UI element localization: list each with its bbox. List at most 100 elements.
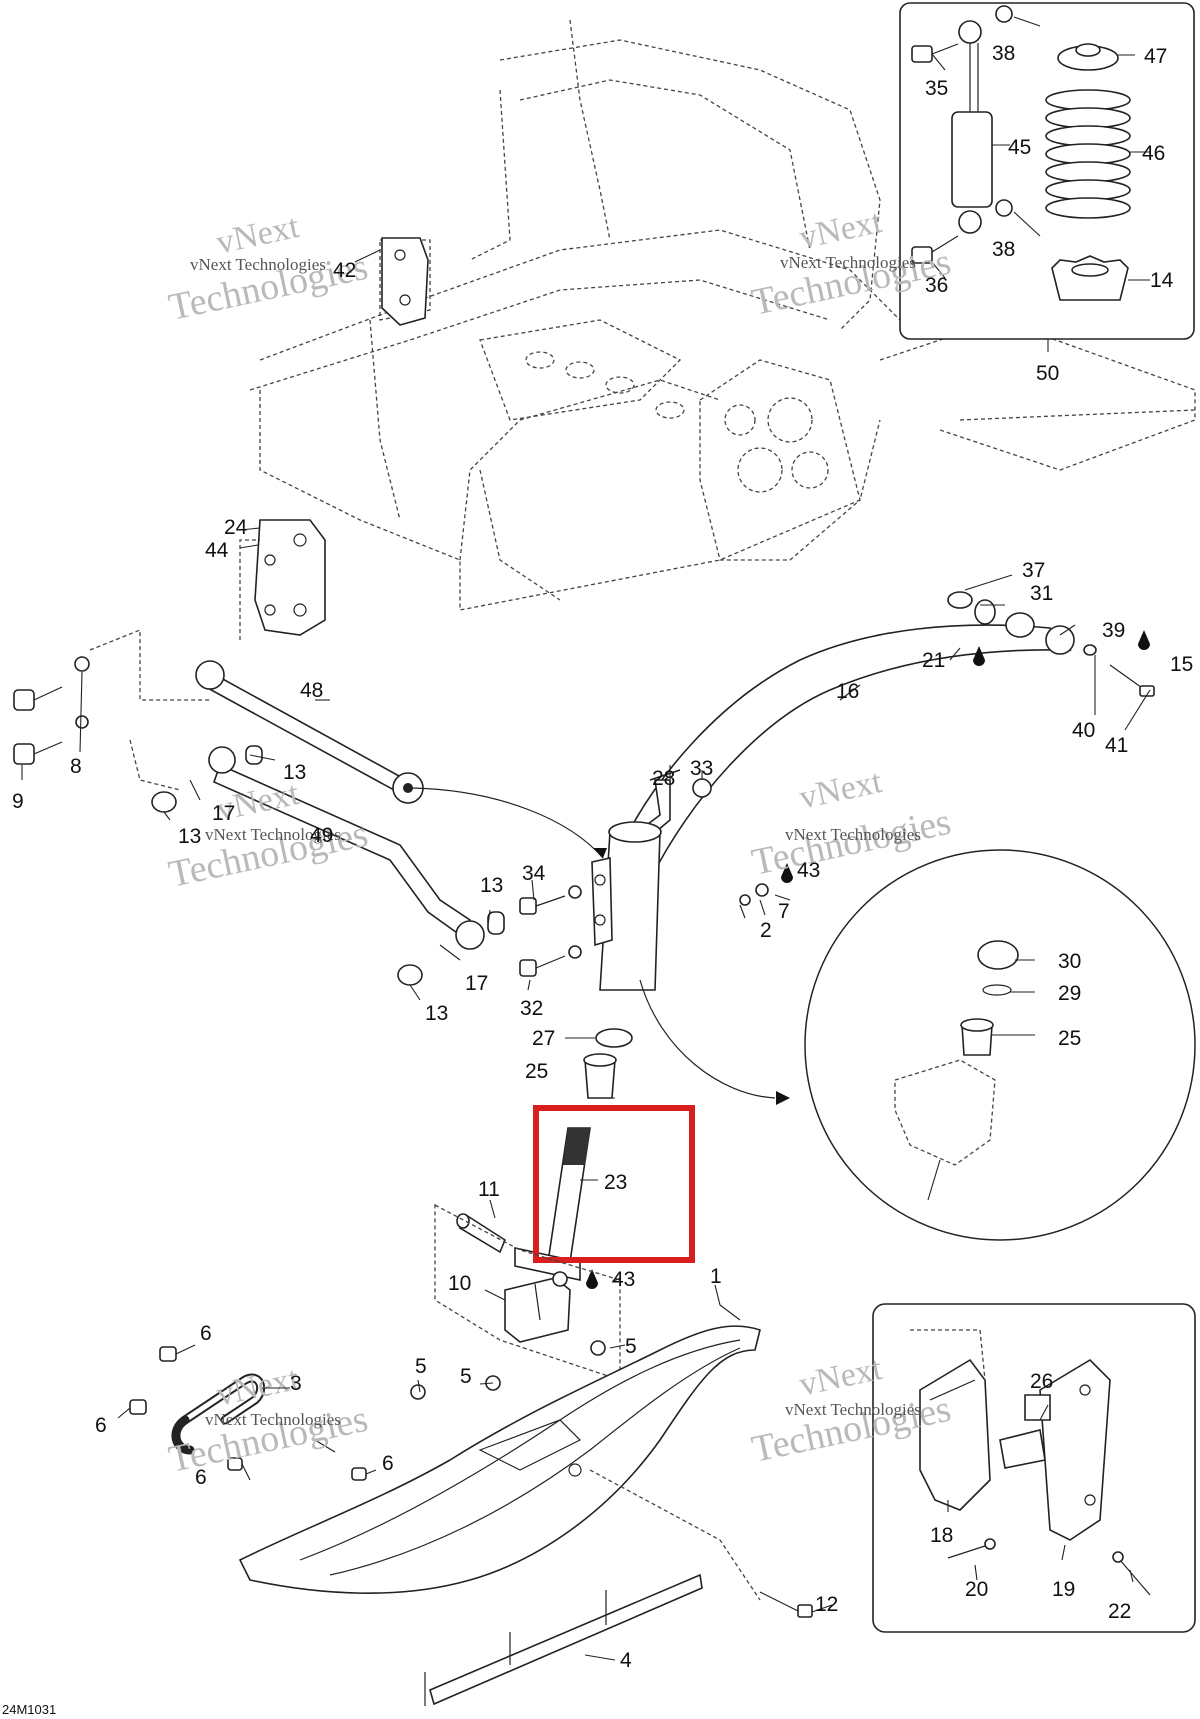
callout-48: 48 [300,679,323,702]
callout-4: 4 [620,1649,632,1672]
washer-37 [947,591,973,609]
callout-34: 34 [522,862,546,885]
callout-31: 31 [1030,582,1053,605]
callout-17b: 17 [465,972,488,995]
callout-2: 2 [760,919,772,942]
cap-30 [977,940,1019,970]
bushing-spindle [552,1271,568,1287]
callout-19: 19 [1052,1578,1075,1601]
watermark-2-small: vNext Technologies [780,253,916,272]
callout-30: 30 [1058,950,1081,973]
callout-25a: 25 [525,1060,548,1083]
bolt-41 [1109,664,1155,697]
watermark-6-small: vNext Technologies [785,1400,921,1419]
handle-3 [171,1373,266,1455]
callout-43a: 43 [797,859,820,882]
callout-6a: 6 [200,1322,212,1345]
callout-14: 14 [1150,269,1174,292]
callout-8: 8 [70,755,82,778]
arrow-rod-to-spindle [411,787,604,859]
callout-36: 36 [925,274,948,297]
svg-text:vNext: vNext [796,203,886,257]
callout-9: 9 [12,790,24,813]
reference-code: 24M1031 [2,1702,56,1717]
leader-lines [21,249,1151,1661]
callout-44: 44 [205,539,229,562]
shock-absorber [951,20,993,234]
spindle-23 [514,1127,591,1281]
callout-15: 15 [1170,653,1193,676]
grease-15 [1138,630,1150,650]
washer-40 [1083,644,1097,656]
watermark-4-small: vNext Technologies [785,825,921,844]
callout-13b: 13 [178,825,201,848]
stud-6d [351,1467,367,1481]
spring-seat [1057,43,1119,71]
stud-6b [129,1399,147,1415]
bracket-24 [254,519,326,636]
bolt-9-lower [13,741,63,765]
callout-5a: 5 [415,1355,427,1378]
bushing-31 [974,599,996,625]
watermark-4: vNext Technologies [748,763,954,884]
runner-4 [424,1573,703,1706]
callout-16: 16 [836,680,859,703]
damper-10 [504,1277,571,1343]
callout-numbers: 1 2 3 4 5 5 5 6 6 6 6 7 8 9 10 11 12 13 … [12,42,1193,1672]
bushing-13b [151,791,177,813]
ring-27 [595,1028,633,1048]
radius-rod-48 [195,660,424,804]
nut-7 [755,883,769,897]
watermark-1-small: vNext Technologies [190,255,326,274]
circlip-29 [982,984,1012,996]
washer-32 [568,945,582,959]
bolt-32 [519,955,566,977]
callout-41: 41 [1105,734,1128,757]
callout-12: 12 [815,1593,838,1616]
shock-inset [899,2,1195,352]
washer-8-upper [74,656,90,672]
callout-7: 7 [778,900,790,923]
callout-43b: 43 [612,1268,635,1291]
callout-40: 40 [1072,719,1095,742]
callout-29: 29 [1058,982,1081,1005]
callout-20: 20 [965,1578,988,1601]
callout-25b: 25 [1058,1027,1081,1050]
svg-text:vNext: vNext [213,208,303,262]
callout-27: 27 [532,1027,555,1050]
svg-text:vNext: vNext [796,763,886,817]
callout-45: 45 [1008,136,1031,159]
shock-bolt-bottom [911,235,959,264]
front-arm [613,591,1155,882]
washer-2 [739,894,751,906]
callout-42: 42 [333,259,356,282]
spindle-assy-inset [872,1303,1196,1633]
callout-39: 39 [1102,619,1125,642]
spring-adjuster [1051,255,1129,301]
callout-6c: 6 [195,1466,207,1489]
watermark-3-small: vNext Technologies [205,825,341,844]
nut-5a [410,1384,426,1400]
housing-18 [919,1358,991,1511]
callout-13a: 13 [283,761,306,784]
grease-43a [781,863,793,883]
callout-49: 49 [310,824,333,847]
washer-34 [568,885,582,899]
bolt-34 [519,895,566,915]
grease-21 [973,646,985,666]
tie-rod-49 [151,745,505,986]
bushing-13c [487,911,505,935]
pin-11 [456,1213,506,1254]
bolt-12 [759,1591,813,1618]
nut-38-top [995,5,1013,23]
callout-21: 21 [922,649,945,672]
callout-38a: 38 [992,42,1015,65]
bushing-25 [583,1053,617,1099]
callout-35: 35 [925,77,948,100]
callout-22: 22 [1108,1600,1131,1623]
callout-10: 10 [448,1272,471,1295]
bushing-13a [245,745,263,765]
highlight-box-23 [533,1105,695,1263]
callout-6b: 6 [95,1414,107,1437]
